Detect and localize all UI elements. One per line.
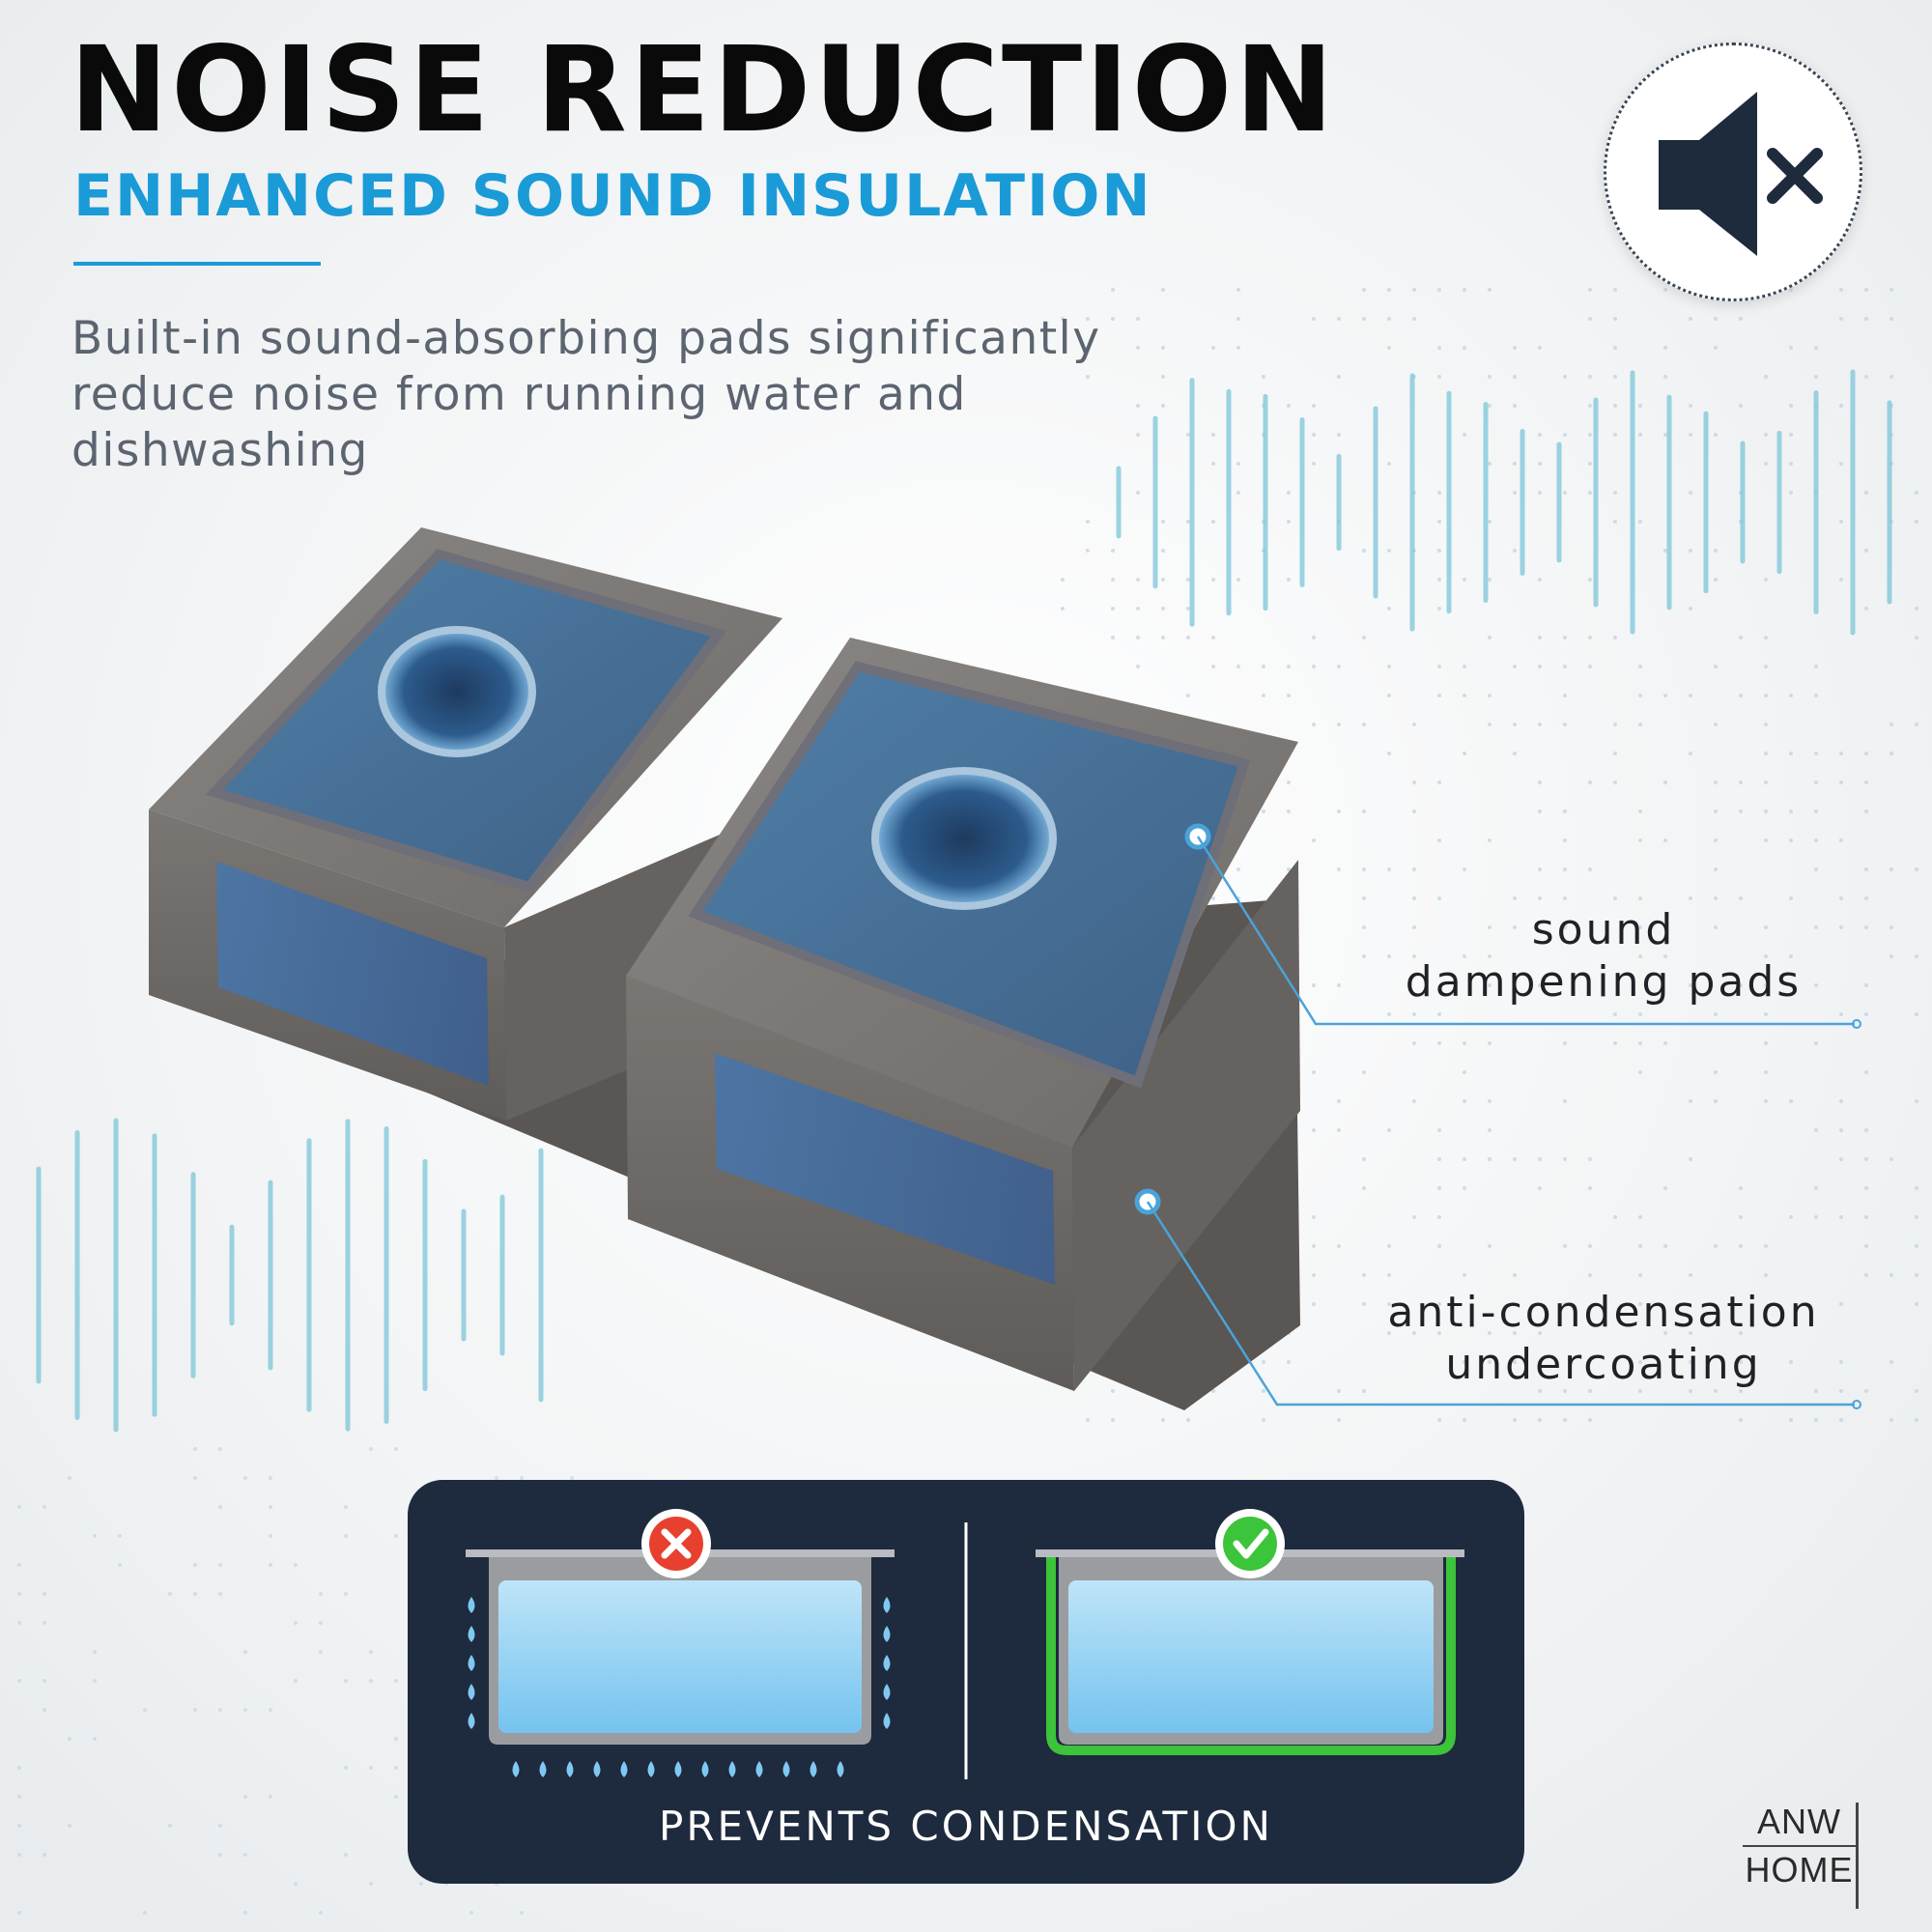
callout-undercoating: anti-condensation undercoating (1352, 1287, 1855, 1391)
x-circle-icon (641, 1509, 711, 1578)
callout-sound-pads-line1: sound (1532, 905, 1676, 954)
sink-with-coating (1036, 1509, 1464, 1750)
right-drain (875, 771, 1053, 906)
check-circle-icon (1215, 1509, 1285, 1578)
description-text: Built-in sound-absorbing pads significan… (71, 311, 1173, 479)
brand-logo-line1: ANW (1743, 1803, 1856, 1847)
callout-undercoating-line2: undercoating (1445, 1340, 1761, 1389)
mute-badge (1604, 43, 1862, 301)
comparison-caption: PREVENTS CONDENSATION (408, 1803, 1524, 1850)
callout-sound-pads-line2: dampening pads (1406, 957, 1802, 1007)
headline-title: NOISE REDUCTION (70, 21, 1336, 158)
accent-divider (73, 262, 321, 266)
headline-subtitle: ENHANCED SOUND INSULATION (73, 162, 1152, 230)
brand-logo-line2: HOME (1743, 1851, 1856, 1889)
sink-without-coating (466, 1509, 895, 1777)
callout-sound-pads: sound dampening pads (1352, 904, 1855, 1009)
condensation-comparison-panel: PREVENTS CONDENSATION (408, 1480, 1524, 1884)
callout-undercoating-line1: anti-condensation (1387, 1288, 1819, 1337)
left-drain (382, 630, 532, 753)
speaker-mute-icon (1606, 45, 1865, 304)
brand-logo: ANW HOME (1743, 1803, 1859, 1909)
